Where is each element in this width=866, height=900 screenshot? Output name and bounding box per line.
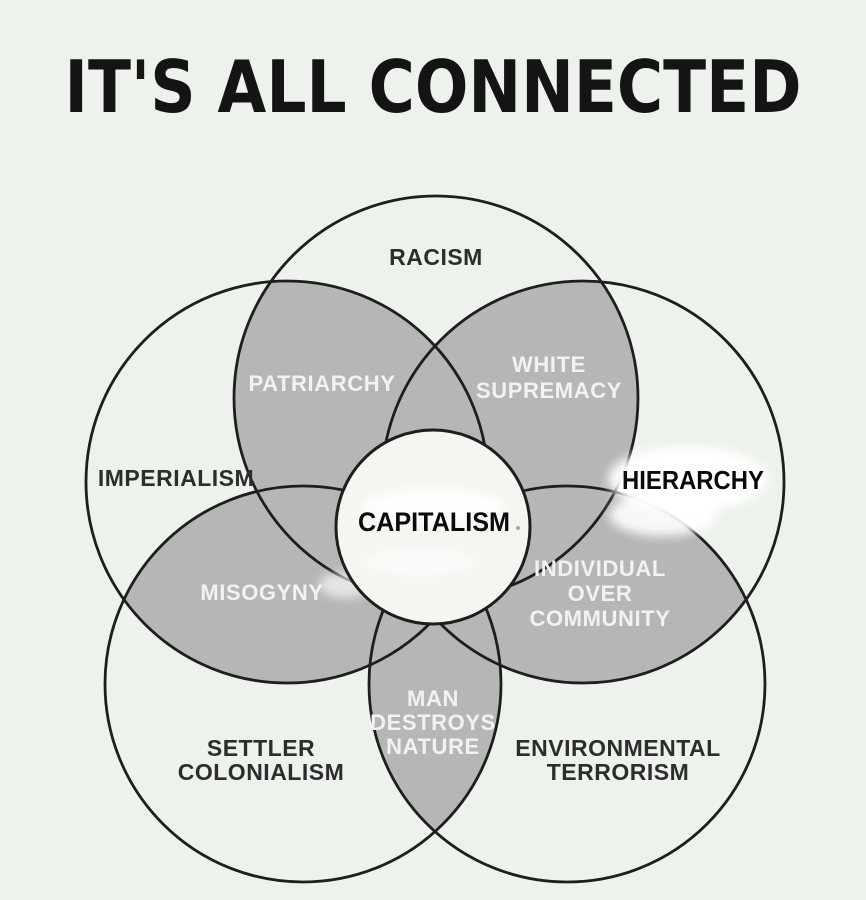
- label-individual: INDIVIDUAL: [534, 556, 666, 581]
- label-white: WHITE: [512, 352, 586, 377]
- circle-environmental-terrorism-outline: [367, 484, 767, 884]
- label-man: MAN: [407, 686, 459, 711]
- label-settler: SETTLER: [207, 735, 315, 761]
- label-hierarchy: HIERARCHY: [622, 465, 764, 495]
- edit-smudge-hierarchy-lower: [609, 494, 717, 536]
- label-nature: NATURE: [386, 734, 480, 759]
- labels-layer: RACISM IMPERIALISM HIERARCHY SETTLER COL…: [98, 244, 764, 785]
- label-over: OVER: [568, 581, 633, 606]
- label-imperialism: IMPERIALISM: [98, 465, 254, 491]
- label-environmental: ENVIRONMENTAL: [515, 735, 720, 761]
- smudges-layer: [319, 446, 768, 598]
- center-smudges: [361, 489, 505, 576]
- jpeg-artifact-dot: [516, 526, 520, 530]
- edit-smudge-center-lower: [365, 548, 475, 576]
- label-colonialism: COLONIALISM: [178, 759, 345, 785]
- label-racism: RACISM: [389, 244, 483, 270]
- label-destroys: DESTROYS: [370, 710, 496, 735]
- label-terrorism: TERRORISM: [547, 759, 690, 785]
- center-circle-fill: [336, 430, 530, 624]
- edit-smudge-center-band: [361, 489, 505, 523]
- label-community: COMMUNITY: [529, 606, 670, 631]
- page-title: IT'S ALL CONNECTED: [65, 45, 802, 129]
- center-circle-group: [334, 428, 532, 626]
- center-circle-outline: [334, 428, 532, 626]
- label-patriarchy: PATRIARCHY: [249, 371, 396, 396]
- circle-settler-colonialism-outline: [103, 484, 503, 884]
- label-supremacy: SUPREMACY: [476, 378, 622, 403]
- label-capitalism: CAPITALISM: [358, 507, 510, 537]
- label-misogyny: MISOGYNY: [200, 580, 323, 605]
